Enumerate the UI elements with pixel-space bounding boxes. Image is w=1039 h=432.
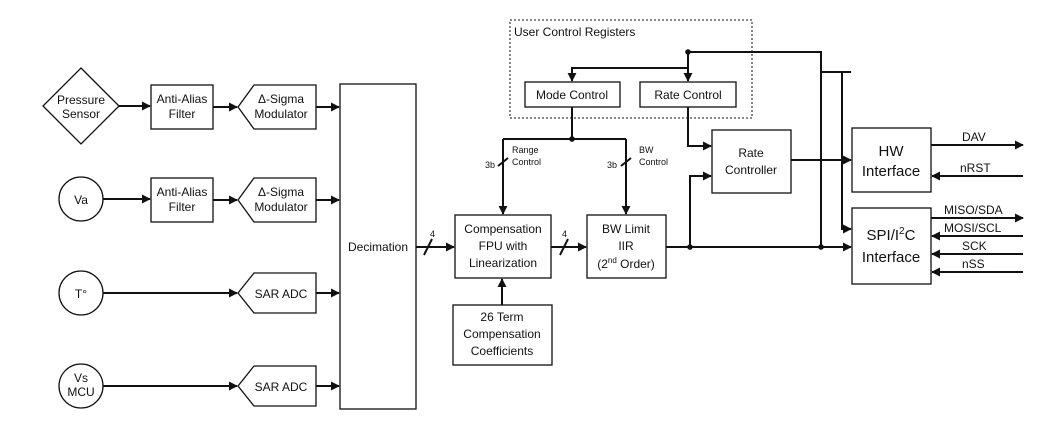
svg-text:T°: T°	[75, 287, 87, 301]
svg-text:BW: BW	[639, 145, 654, 155]
svg-text:3b: 3b	[485, 160, 495, 170]
svg-text:MISO/SDA: MISO/SDA	[944, 203, 1003, 217]
svg-text:4: 4	[430, 229, 435, 239]
hw-interface: HW Interface	[851, 127, 932, 193]
compensation-coefficients: 26 Term Compensation Coefficients	[452, 304, 553, 366]
svg-text:Filter: Filter	[169, 200, 196, 214]
delta-sigma-modulator-2: Δ-Sigma Modulator	[237, 177, 317, 223]
decimation-block: Decimation	[339, 83, 417, 410]
rate-controller: Rate Controller	[711, 129, 792, 194]
va-source: Va	[58, 176, 104, 222]
svg-text:Va: Va	[74, 193, 88, 207]
rate-control: Rate Control	[639, 81, 737, 108]
svg-text:Compensation: Compensation	[464, 222, 541, 236]
svg-text:Control: Control	[512, 157, 541, 167]
svg-text:26 Term: 26 Term	[480, 310, 523, 324]
svg-text:MCU: MCU	[67, 385, 94, 399]
pressure-sensor: Pressure Sensor	[42, 67, 120, 145]
svg-text:Δ-Sigma: Δ-Sigma	[258, 185, 304, 199]
svg-text:Sensor: Sensor	[62, 107, 100, 121]
svg-text:SAR ADC: SAR ADC	[255, 380, 308, 394]
svg-text:Filter: Filter	[169, 107, 196, 121]
svg-text:nRST: nRST	[960, 161, 991, 175]
signal-labels: DAV nRST MISO/SDA MOSI/SCL SCK nSS	[944, 130, 1003, 271]
svg-text:Interface: Interface	[862, 163, 920, 180]
svg-text:Anti-Alias: Anti-Alias	[157, 92, 208, 106]
bus-labels: Range Control 3b BW Control 3b 4 4	[430, 145, 668, 239]
sar-adc-1: SAR ADC	[237, 272, 317, 314]
svg-text:4: 4	[562, 229, 567, 239]
svg-text:Vs: Vs	[74, 371, 88, 385]
svg-text:nSS: nSS	[962, 257, 985, 271]
svg-text:Modulator: Modulator	[254, 200, 307, 214]
svg-text:Interface: Interface	[862, 249, 920, 266]
svg-text:DAV: DAV	[962, 130, 986, 144]
svg-text:Pressure: Pressure	[57, 93, 105, 107]
svg-text:MOSI/SCL: MOSI/SCL	[944, 221, 1002, 235]
svg-text:Anti-Alias: Anti-Alias	[157, 185, 208, 199]
junction-dots	[569, 49, 824, 250]
svg-text:Rate: Rate	[738, 146, 764, 160]
bw-limit-iir: BW Limit IIR (2nd Order)	[586, 214, 667, 279]
temperature-source: T°	[58, 270, 104, 316]
svg-text:Range: Range	[512, 145, 539, 155]
svg-text:(2nd Order): (2nd Order)	[597, 256, 655, 271]
spi-i2c-interface: SPI/I2C Interface	[851, 207, 932, 285]
mode-control: Mode Control	[524, 81, 621, 108]
svg-text:Modulator: Modulator	[254, 107, 307, 121]
svg-text:BW Limit: BW Limit	[602, 222, 651, 236]
svg-text:Rate Control: Rate Control	[654, 88, 721, 102]
svg-text:Mode Control: Mode Control	[536, 88, 608, 102]
svg-text:Controller: Controller	[725, 163, 777, 177]
svg-text:Compensation: Compensation	[463, 327, 540, 341]
compensation-fpu: Compensation FPU with Linearization	[454, 214, 552, 279]
svg-text:IIR: IIR	[618, 239, 634, 253]
svg-text:SCK: SCK	[962, 239, 987, 253]
user-control-registers: User Control Registers	[509, 19, 753, 119]
svg-text:Δ-Sigma: Δ-Sigma	[258, 92, 304, 106]
svg-text:3b: 3b	[607, 160, 617, 170]
svg-text:User Control Registers: User Control Registers	[514, 25, 635, 39]
svg-text:Decimation: Decimation	[348, 240, 408, 254]
svg-text:Coefficients: Coefficients	[471, 344, 533, 358]
sar-adc-2: SAR ADC	[237, 365, 317, 407]
svg-text:SPI/I2C: SPI/I2C	[867, 226, 916, 244]
delta-sigma-modulator-1: Δ-Sigma Modulator	[237, 84, 317, 130]
svg-text:HW: HW	[879, 143, 905, 160]
svg-text:Control: Control	[639, 157, 668, 167]
svg-text:SAR ADC: SAR ADC	[255, 287, 308, 301]
vs-mcu-source: Vs MCU	[58, 363, 104, 409]
svg-text:FPU with: FPU with	[479, 239, 528, 253]
anti-alias-filter-1: Anti-Alias Filter	[150, 84, 214, 130]
anti-alias-filter-2: Anti-Alias Filter	[150, 177, 214, 223]
svg-text:Linearization: Linearization	[469, 256, 537, 270]
